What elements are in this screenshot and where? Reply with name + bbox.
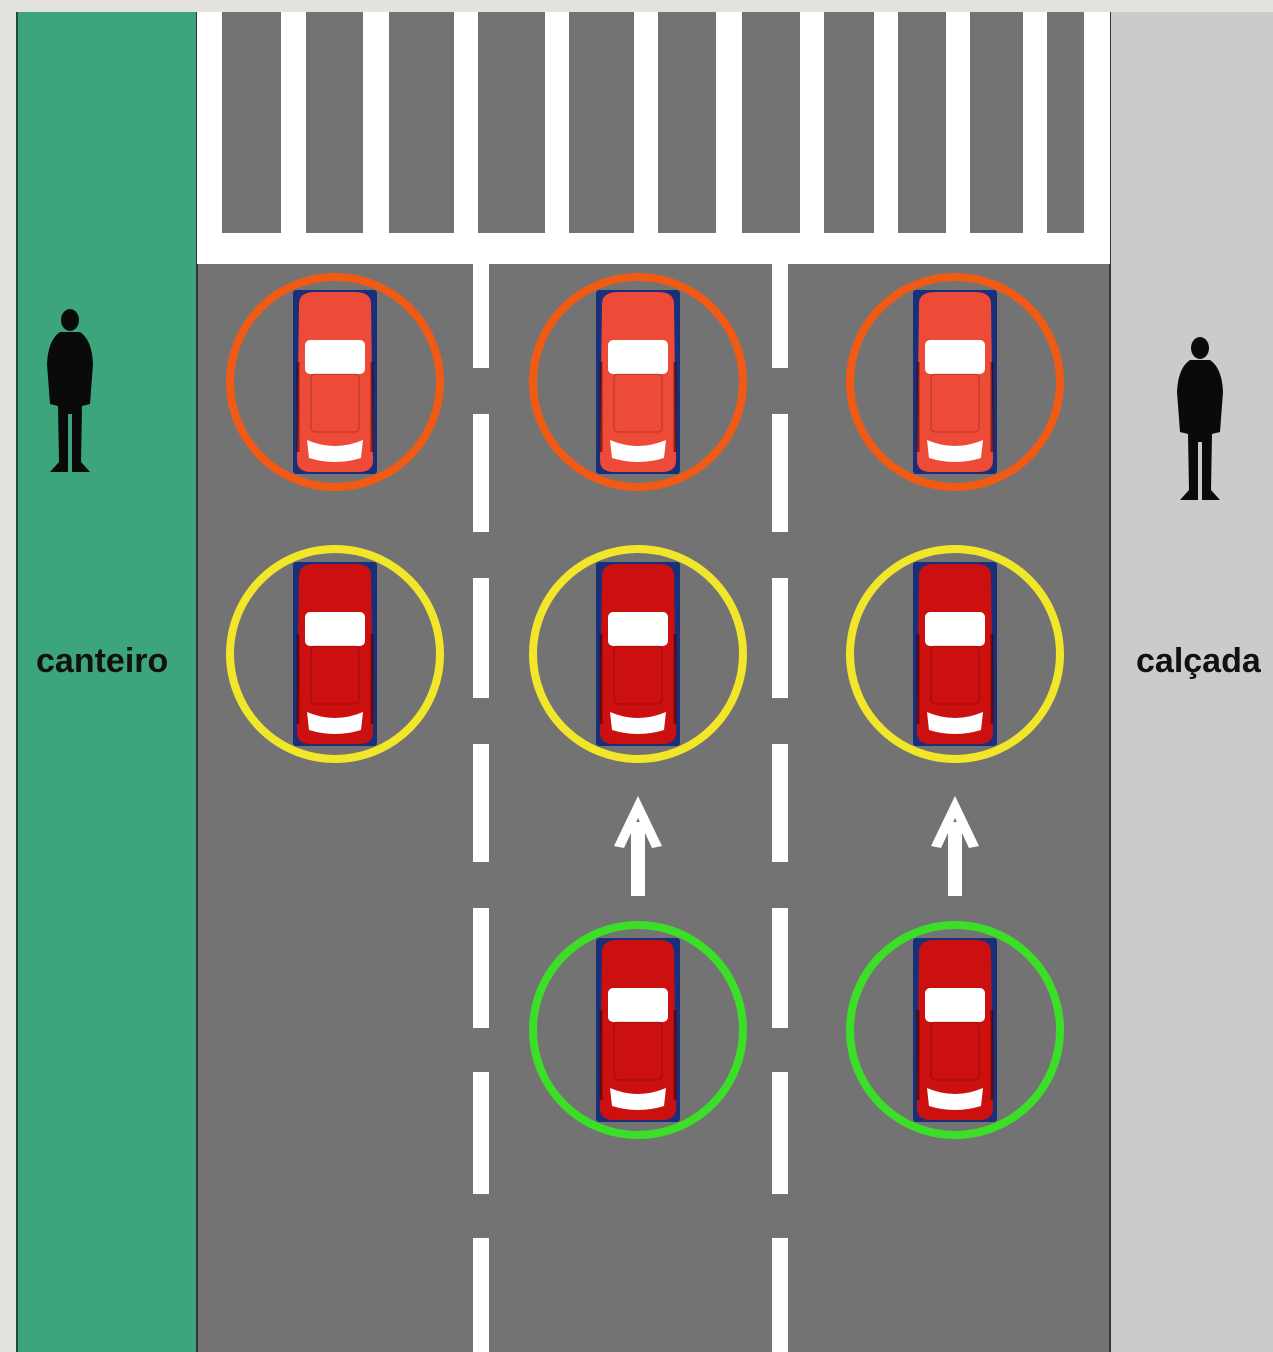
lane-dash xyxy=(473,1238,489,1352)
ring-orange xyxy=(846,273,1064,491)
crosswalk-gap xyxy=(1047,12,1084,233)
ring-yellow xyxy=(529,545,747,763)
ring-green xyxy=(846,921,1064,1139)
car-center-middle xyxy=(529,545,747,763)
car-right-middle xyxy=(846,545,1064,763)
median-label: canteiro xyxy=(36,642,168,680)
car-top-view-icon xyxy=(293,290,377,474)
median-area xyxy=(16,12,197,1352)
car-top-view-icon xyxy=(596,938,680,1122)
car-right-back xyxy=(846,921,1064,1139)
crosswalk-gap xyxy=(389,12,454,233)
lane-dash xyxy=(772,1238,788,1352)
car-top-view-icon xyxy=(596,290,680,474)
lane-dash xyxy=(772,744,788,862)
lane-dash xyxy=(772,578,788,698)
crosswalk-gap xyxy=(742,12,800,233)
crosswalk-gap xyxy=(824,12,874,233)
lane-dash xyxy=(772,1072,788,1194)
crosswalk-gap xyxy=(306,12,363,233)
crosswalk-gap xyxy=(658,12,716,233)
pedestrian-silhouette-icon xyxy=(47,309,93,472)
cars-group xyxy=(226,273,1064,1139)
sidewalk-area xyxy=(1110,12,1273,1352)
lane-dash xyxy=(473,1072,489,1194)
car-center-front xyxy=(529,273,747,491)
car-center-back xyxy=(529,921,747,1139)
pedestrians-group xyxy=(47,309,1223,500)
car-left-middle xyxy=(226,545,444,763)
lane-dash xyxy=(473,414,489,532)
crosswalk-gap xyxy=(478,12,545,233)
ring-green xyxy=(529,921,747,1139)
arrow-up-icon xyxy=(614,796,662,896)
crosswalk xyxy=(197,12,1110,264)
lane-dash xyxy=(772,414,788,532)
lane-dash xyxy=(473,578,489,698)
ring-yellow xyxy=(226,545,444,763)
direction-arrows xyxy=(614,796,979,896)
lane-dash xyxy=(473,264,489,368)
crosswalk-gap xyxy=(222,12,281,233)
crosswalk-gap xyxy=(569,12,634,233)
car-top-view-icon xyxy=(913,290,997,474)
car-top-view-icon xyxy=(293,562,377,746)
lane-dash xyxy=(473,744,489,862)
arrow-up-icon xyxy=(931,796,979,896)
ring-yellow xyxy=(846,545,1064,763)
ring-orange xyxy=(226,273,444,491)
car-top-view-icon xyxy=(596,562,680,746)
crosswalk-gap xyxy=(898,12,946,233)
lane-markings xyxy=(473,264,788,1352)
car-right-front xyxy=(846,273,1064,491)
lane-dash xyxy=(473,908,489,1028)
pedestrian-silhouette-icon xyxy=(1177,337,1223,500)
sidewalk-label: calçada xyxy=(1136,642,1262,680)
car-top-view-icon xyxy=(913,562,997,746)
car-top-view-icon xyxy=(913,938,997,1122)
lane-dash xyxy=(772,264,788,368)
car-left-front xyxy=(226,273,444,491)
ring-orange xyxy=(529,273,747,491)
lane-dash xyxy=(772,908,788,1028)
crosswalk-gap xyxy=(970,12,1023,233)
